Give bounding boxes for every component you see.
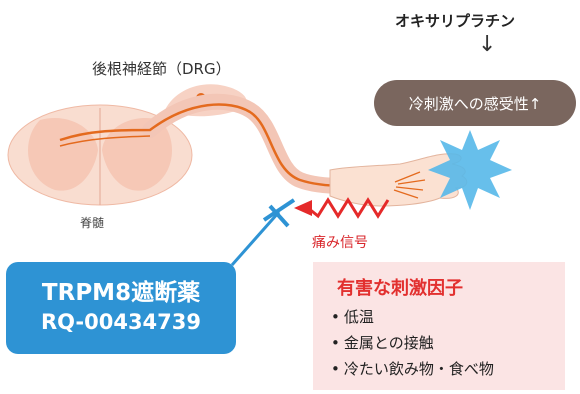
blocker-inhibition-bar xyxy=(230,198,296,266)
list-item: •低温 xyxy=(331,304,494,330)
list-item-label: 金属との接触 xyxy=(343,334,434,352)
blocker-name: TRPM8遮断薬 xyxy=(41,280,201,307)
harmful-stimuli-list: •低温 •金属との接触 •冷たい飲み物・食べ物 xyxy=(331,304,494,382)
blocker-code: RQ-00434739 xyxy=(40,310,202,335)
spinal-cord-label: 脊髄 xyxy=(80,216,105,230)
hand xyxy=(329,153,468,207)
drug-label: オキサリプラチン xyxy=(395,12,516,30)
harmful-stimuli-title: 有害な刺激因子 xyxy=(337,278,463,299)
trpm8-blocker-box: TRPM8遮断薬 RQ-00434739 xyxy=(6,262,236,354)
bullet: • xyxy=(331,360,340,378)
cold-stimulus-starburst-icon xyxy=(428,130,512,210)
harmful-stimuli-box: 有害な刺激因子 •低温 •金属との接触 •冷たい飲み物・食べ物 xyxy=(313,262,565,390)
list-item-label: 低温 xyxy=(343,308,374,326)
list-item: •冷たい飲み物・食べ物 xyxy=(331,356,494,382)
bullet: • xyxy=(331,334,340,352)
list-item: •金属との接触 xyxy=(331,330,494,356)
cold-sensitivity-label: 冷刺激への感受性↑ xyxy=(408,94,542,113)
pain-signal-label: 痛み信号 xyxy=(312,235,368,251)
list-item-label: 冷たい飲み物・食べ物 xyxy=(343,360,494,378)
drg-label: 後根神経節（DRG） xyxy=(92,60,231,78)
cold-sensitivity-box: 冷刺激への感受性↑ xyxy=(374,80,576,126)
zigzag-pain-signal-icon xyxy=(294,197,390,219)
down-arrow-icon: ↓ xyxy=(478,32,497,57)
bullet: • xyxy=(331,308,340,326)
nerve-fiber-inner xyxy=(59,135,151,147)
